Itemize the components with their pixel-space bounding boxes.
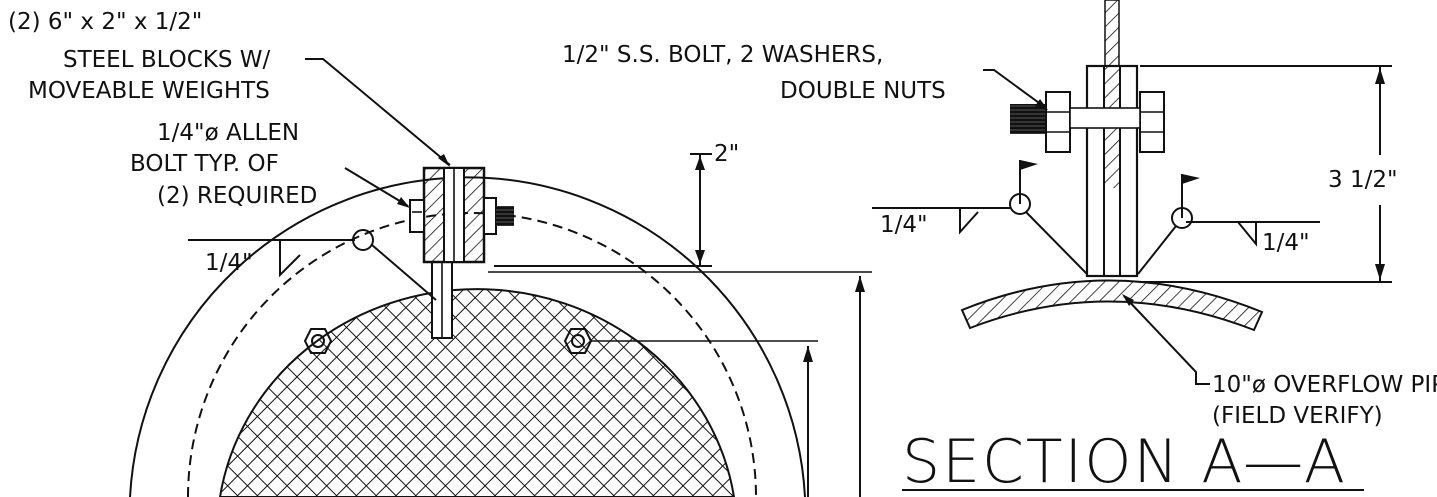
allen-bolt-label-1: 1/4"ø ALLEN (157, 120, 299, 146)
weld-symbol-left (188, 229, 437, 301)
bolt-circle-dashed (187, 212, 757, 497)
dimension-3-5in-label: 3 1/2" (1328, 167, 1398, 193)
pipe-label-2: (FIELD VERIFY) (1212, 403, 1383, 429)
dimension-2in-label: 2" (714, 141, 739, 167)
section-a-a-view (872, 0, 1392, 491)
weld-size-section-left-label: 1/4" (880, 212, 928, 238)
allen-bolt-label-2: BOLT TYP. OF (130, 151, 279, 177)
overflow-pipe-wall (960, 279, 1264, 332)
dimension-3-5in (1140, 65, 1392, 283)
ss-bolt-label-2: DOUBLE NUTS (780, 78, 946, 104)
section-title: SECTION A—A (902, 427, 1347, 497)
weld-symbol-section-left (872, 160, 1088, 275)
ss-bolt-label-1: 1/2" S.S. BOLT, 2 WASHERS, (562, 42, 883, 68)
steel-blocks-label-2: STEEL BLOCKS W/ (63, 47, 271, 73)
weld-size-left-label: 1/4" (205, 250, 253, 276)
elevation-view (129, 58, 872, 497)
steel-block (409, 166, 514, 264)
weld-symbol-section-right (1137, 174, 1320, 275)
steel-blocks-label-3: MOVEABLE WEIGHTS (28, 78, 270, 104)
dimension-2in (494, 153, 712, 267)
screen-mesh (218, 288, 736, 497)
steel-blocks-label-1: (2) 6" x 2" x 1/2" (8, 9, 202, 35)
pipe-label-1: 10"ø OVERFLOW PIPE (1212, 372, 1437, 398)
annotations: (2) 6" x 2" x 1/2" STEEL BLOCKS W/ MOVEA… (8, 9, 1437, 497)
hex-nut-left (303, 328, 333, 354)
weld-size-section-right-label: 1/4" (1262, 230, 1310, 256)
allen-bolt-label-3: (2) REQUIRED (157, 183, 317, 209)
